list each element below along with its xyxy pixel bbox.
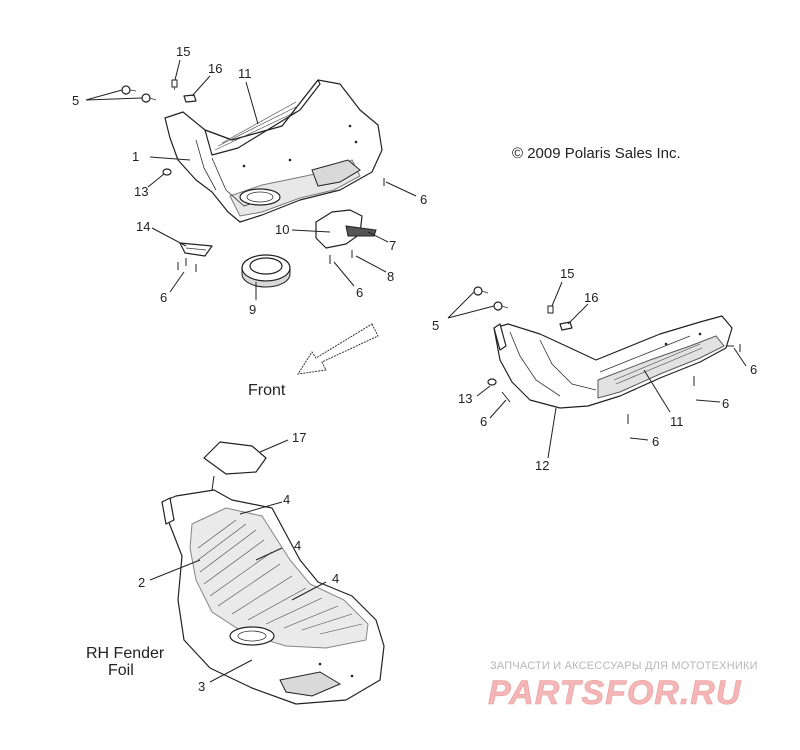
callout-6-c: 6	[420, 192, 427, 207]
callout-11-right: 11	[670, 414, 684, 429]
callout-4-a: 4	[283, 492, 290, 507]
callout-4-b: 4	[294, 538, 301, 553]
callout-13-right: 13	[458, 391, 472, 406]
panel-part-10	[315, 209, 377, 249]
callout-6-d: 6	[480, 414, 487, 429]
screw-part-5-left-a	[121, 85, 137, 95]
plug-part-13-right	[487, 378, 497, 386]
front-label: Front	[248, 382, 286, 399]
callout-6-b: 6	[356, 285, 363, 300]
grommet-ring-part-9	[241, 254, 291, 288]
fender-label-line1: RH Fender	[86, 645, 165, 662]
callout-6-a: 6	[160, 290, 167, 305]
rh-fender-foil-assembly	[161, 489, 385, 705]
callout-9: 9	[249, 302, 256, 317]
callout-15-left: 15	[176, 44, 190, 59]
copyright-notice: © 2009 Polaris Sales Inc.	[512, 145, 681, 162]
callout-17: 17	[292, 430, 306, 445]
callout-10: 10	[275, 222, 289, 237]
callout-5-right: 5	[432, 318, 439, 333]
rivet-part-6-left	[177, 178, 385, 272]
nut-part-16-right	[559, 321, 573, 331]
callout-12: 12	[535, 458, 549, 473]
callout-6-f: 6	[722, 396, 729, 411]
watermark-tagline: ЗАПЧАСТИ И АКСЕССУАРЫ ДЛЯ МОТОТЕХНИКИ	[490, 660, 758, 672]
clip-part-15-left	[171, 79, 178, 90]
callout-11-left: 11	[238, 66, 252, 81]
callout-8: 8	[387, 269, 394, 284]
right-fender-assembly	[493, 315, 733, 409]
callout-16-left: 16	[208, 61, 222, 76]
screw-part-5-right-b	[493, 301, 509, 311]
callout-7: 7	[389, 238, 396, 253]
callout-2: 2	[138, 575, 145, 590]
front-direction-arrow	[296, 323, 379, 375]
clip-part-15-right	[547, 305, 554, 314]
callout-15-right: 15	[560, 266, 574, 281]
callout-16-right: 16	[584, 290, 598, 305]
callout-13-left: 13	[134, 184, 148, 199]
screw-part-5-right-a	[473, 286, 489, 296]
nut-part-16-left	[183, 94, 197, 103]
watermark-logo: PARTSFOR.RU	[488, 674, 742, 712]
plug-part-13-left	[162, 168, 172, 176]
callout-1: 1	[132, 149, 139, 164]
rivet-part-6-right	[501, 344, 741, 424]
callout-6-g: 6	[652, 434, 659, 449]
callout-5-left: 5	[72, 93, 79, 108]
watermark: ЗАПЧАСТИ И АКСЕССУАРЫ ДЛЯ МОТОТЕХНИКИ PA…	[488, 660, 758, 712]
leader-lines	[85, 59, 747, 683]
callout-14: 14	[136, 219, 150, 234]
left-fender-assembly	[164, 79, 383, 223]
fender-label-line2: Foil	[108, 662, 134, 679]
callout-6-e: 6	[750, 362, 757, 377]
foil-piece-part-17	[203, 441, 267, 475]
callout-labels: 1 11 15 16 5 13 14 6 9 10 7 8 6 6 15 16 …	[72, 44, 757, 694]
callout-4-c: 4	[332, 571, 339, 586]
callout-3: 3	[198, 679, 205, 694]
bracket-part-14	[179, 242, 213, 257]
screw-part-5-left-b	[141, 93, 157, 103]
